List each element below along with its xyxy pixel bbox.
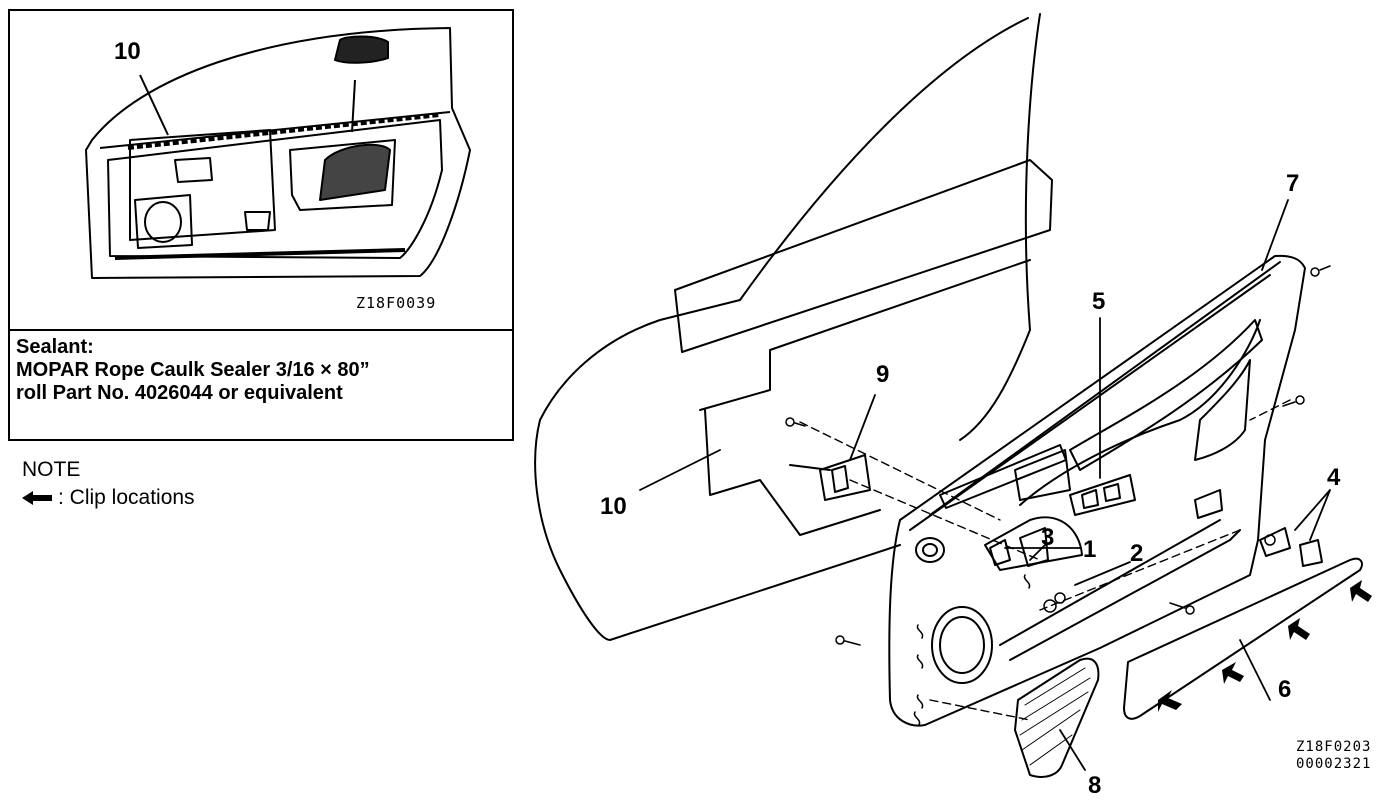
callout-1: 1 <box>1083 536 1097 563</box>
map-pocket <box>1123 557 1363 720</box>
door-shell-outline <box>534 17 1029 641</box>
sealant-inset-panel: 10 Z18F0039 <box>8 9 514 441</box>
callout-6: 6 <box>1278 676 1292 703</box>
callout-10: 10 <box>600 493 627 520</box>
note-title: NOTE <box>22 458 81 481</box>
clip-arrow-icon <box>1222 662 1244 684</box>
callout-2: 2 <box>1130 540 1144 567</box>
inset-callout-10: 10 <box>114 38 141 65</box>
callout-7: 7 <box>1286 170 1300 197</box>
clip-arrow-icon <box>1288 618 1310 640</box>
note-legend: : Clip locations <box>22 484 195 512</box>
clip-arrow-icon <box>1350 580 1372 602</box>
sealant-title: Sealant: <box>16 336 94 358</box>
callout-3: 3 <box>1041 524 1055 551</box>
door-window-frame <box>674 159 1053 353</box>
sealant-spec: Sealant: MOPAR Rope Caulk Sealer 3/16 × … <box>16 336 370 405</box>
note-legend-text: : Clip locations <box>58 486 195 509</box>
callout-9: 9 <box>876 361 890 388</box>
callout-4: 4 <box>1327 464 1341 491</box>
inset-divider <box>10 329 512 331</box>
note-block: NOTE : Clip locations <box>22 456 195 512</box>
sealant-line-1: MOPAR Rope Caulk Sealer 3/16 × 80” <box>16 359 370 381</box>
callout-5: 5 <box>1092 288 1106 315</box>
callout-8: 8 <box>1088 772 1102 799</box>
inset-figure-code: Z18F0039 <box>356 294 437 312</box>
sealant-line-2: roll Part No. 4026044 or equivalent <box>16 382 343 404</box>
door-glass-edge <box>959 13 1041 441</box>
document-number: 00002321 <box>1296 756 1372 772</box>
clip-arrow-icon <box>1158 690 1182 712</box>
speaker-grille <box>1014 657 1100 778</box>
trim-panel-outline <box>888 254 1306 727</box>
clip-arrow-icon <box>22 491 52 505</box>
figure-code: Z18F0203 <box>1296 739 1372 755</box>
